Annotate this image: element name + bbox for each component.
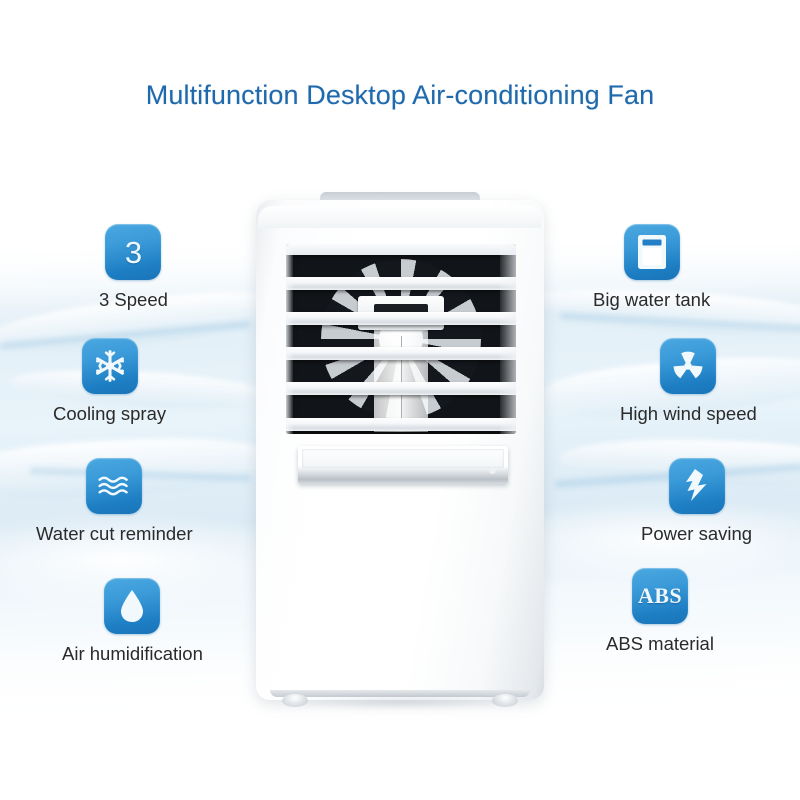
feature-label: Cooling spray: [53, 403, 167, 424]
snowflake-icon: [81, 338, 138, 394]
number-three-glyph: 3: [124, 234, 143, 270]
product-front-highlight: [266, 500, 386, 690]
water-droplet-icon: [104, 578, 161, 634]
abs-glyph: ABS: [637, 583, 683, 608]
product-body: [256, 200, 544, 707]
louver-slat: [286, 347, 516, 360]
louver-slat: [286, 312, 516, 325]
water-tank-icon: [623, 224, 680, 280]
feature-cooling-spray: Cooling spray: [53, 338, 166, 425]
product-image: [256, 192, 544, 708]
product-foot: [282, 694, 308, 707]
product-drop-shadow: [286, 696, 516, 708]
feature-3-speed: 3 3 Speed: [99, 224, 168, 311]
feature-abs-material: ABS ABS material: [606, 568, 714, 655]
louver-slat: [286, 418, 516, 431]
water-tank-drawer-notch: [489, 467, 496, 474]
water-tank-drawer-lip: [302, 449, 504, 468]
louver-top: [286, 244, 516, 255]
number-three-icon: 3: [105, 224, 162, 280]
grille-left-edge: [286, 244, 293, 434]
page-title: Multifunction Desktop Air-conditioning F…: [145, 80, 655, 110]
feature-label: Big water tank: [593, 289, 711, 310]
feature-high-wind-speed: High wind speed: [620, 338, 757, 425]
louver-slat: [286, 382, 516, 395]
feature-label: 3 Speed: [99, 289, 168, 310]
feature-label: Power saving: [641, 523, 753, 544]
air-outlet-grille: [286, 244, 516, 434]
product-foot: [492, 694, 518, 707]
feature-label: High wind speed: [620, 403, 757, 424]
feature-big-water-tank: Big water tank: [593, 224, 710, 311]
louver-slat: [286, 277, 516, 290]
feature-air-humidification: Air humidification: [62, 578, 203, 665]
water-tank-drawer: [298, 446, 508, 484]
product-base-edge: [270, 690, 530, 697]
feature-label: Water cut reminder: [36, 523, 193, 544]
abs-material-icon: ABS: [631, 568, 688, 624]
feature-label: Air humidification: [62, 643, 203, 664]
grille-right-edge: [500, 244, 516, 434]
water-waves-icon: [86, 458, 143, 514]
fan-trefoil-icon: [660, 338, 717, 394]
feature-power-saving: Power saving: [641, 458, 752, 545]
feature-water-cut-reminder: Water cut reminder: [36, 458, 193, 545]
feature-label: ABS material: [606, 633, 714, 654]
ice-streak: [559, 311, 800, 334]
lightning-bolt-icon: [668, 458, 725, 514]
product-top-face: [258, 206, 542, 228]
